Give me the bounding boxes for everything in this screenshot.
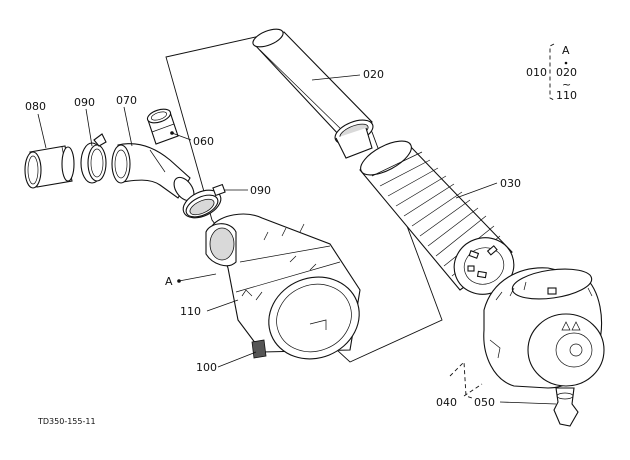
part-050-valve	[553, 387, 579, 427]
part-080-adapter	[24, 145, 75, 189]
part-030-filter-element	[359, 140, 515, 295]
callout-A: A	[165, 275, 173, 288]
callout-050: 050	[474, 396, 495, 409]
part-060-cap	[146, 108, 179, 145]
range-note: 010 A 020 ~ 110	[526, 43, 577, 102]
callout-060: 060	[193, 135, 214, 148]
callout-020: 020	[363, 68, 384, 81]
callout-080: 080	[25, 100, 46, 113]
part-090-clamp-right	[182, 183, 226, 219]
callout-090-right: 090	[250, 184, 271, 197]
callout-100: 100	[196, 361, 217, 374]
range-note-prefix: 010	[526, 66, 547, 79]
part-090-clamp-left	[80, 133, 107, 184]
range-note-ref: A	[562, 44, 570, 57]
range-note-to: 110	[556, 89, 577, 102]
drawing-number: TD350-155-11	[37, 417, 96, 426]
callout-040: 040	[436, 396, 457, 409]
callout-030: 030	[500, 177, 521, 190]
part-040-cover	[483, 267, 605, 389]
callout-090-left: 090	[74, 96, 95, 109]
leader-lines	[37, 74, 557, 405]
part-100-housing	[205, 213, 361, 360]
callout-110: 110	[180, 305, 201, 318]
range-note-from: 020	[556, 66, 577, 79]
part-020-tube	[252, 28, 374, 159]
part-070-elbow-hose	[111, 143, 195, 202]
range-note-sep: ~	[562, 78, 571, 91]
callout-070: 070	[116, 94, 137, 107]
